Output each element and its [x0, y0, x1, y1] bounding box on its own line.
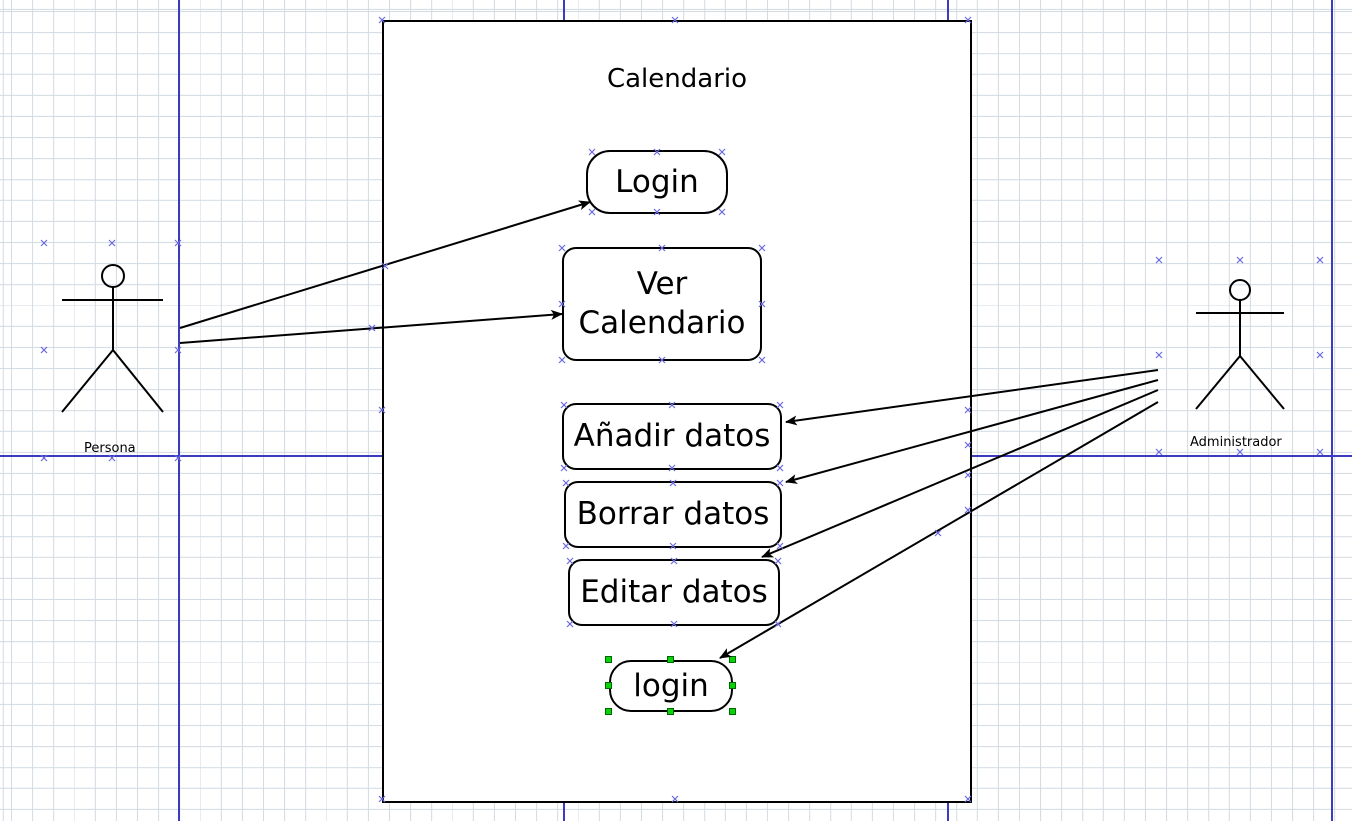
connection-point-marker: [1316, 256, 1324, 264]
actor-administrador-label: Administrador: [1190, 435, 1282, 450]
use-case-ver-calendario-label-line1: Ver: [636, 266, 688, 303]
connection-point-marker: [1155, 256, 1163, 264]
connection-point-marker: [1316, 351, 1324, 359]
selection-handle-e[interactable]: [729, 682, 736, 689]
use-case-borrar-datos-label: Borrar datos: [576, 496, 770, 533]
system-boundary-title: Calendario: [606, 64, 748, 94]
selection-handle-s[interactable]: [667, 708, 674, 715]
use-case-editar-datos-label: Editar datos: [580, 574, 768, 611]
use-case-borrar-datos[interactable]: Borrar datos: [564, 481, 782, 548]
use-case-login-bottom[interactable]: login: [609, 660, 733, 712]
selection-handle-sw[interactable]: [605, 708, 612, 715]
use-case-login-top[interactable]: Login: [586, 150, 728, 214]
connection-point-marker: [108, 239, 116, 247]
selection-handle-nw[interactable]: [605, 656, 612, 663]
actor-persona-figure[interactable]: [61, 264, 164, 413]
use-case-anadir-datos-label: Añadir datos: [573, 418, 771, 455]
selection-handle-n[interactable]: [667, 656, 674, 663]
use-case-anadir-datos[interactable]: Añadir datos: [562, 403, 782, 470]
selection-handle-w[interactable]: [605, 682, 612, 689]
actor-persona-label: Persona: [84, 441, 136, 456]
use-case-login-bottom-label: login: [633, 667, 709, 704]
use-case-ver-calendario[interactable]: Ver Calendario: [562, 247, 762, 361]
page-guide-vertical-4: [1331, 0, 1333, 821]
actor-administrador-figure[interactable]: [1195, 279, 1285, 410]
connection-point-marker: [40, 346, 48, 354]
use-case-login-top-label: Login: [615, 163, 699, 200]
use-case-ver-calendario-label-line2: Calendario: [578, 305, 746, 341]
connection-point-marker: [40, 239, 48, 247]
page-guide-vertical-1: [178, 0, 180, 821]
connection-point-marker: [368, 324, 376, 332]
selection-handle-se[interactable]: [729, 708, 736, 715]
connection-point-marker: [1236, 256, 1244, 264]
use-case-editar-datos[interactable]: Editar datos: [568, 559, 780, 626]
selection-handle-ne[interactable]: [729, 656, 736, 663]
connection-point-marker: [1155, 351, 1163, 359]
